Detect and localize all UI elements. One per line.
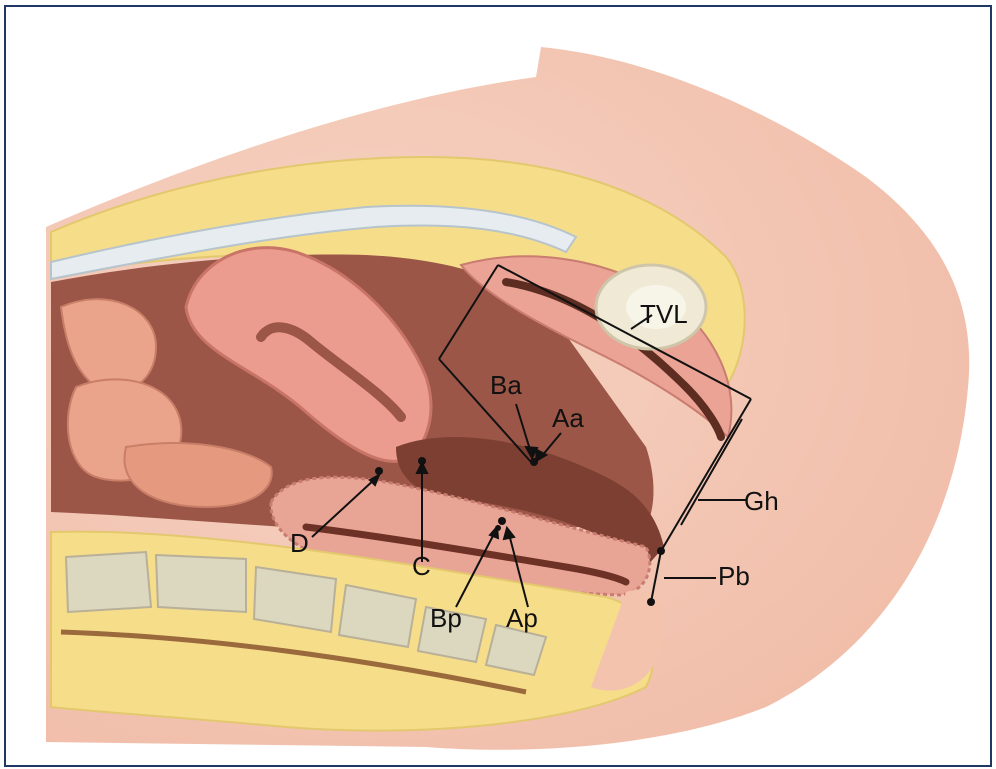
label-c: C <box>412 551 431 581</box>
label-gh: Gh <box>744 486 779 516</box>
point-d <box>375 467 383 475</box>
label-tvl: TVL <box>640 299 688 329</box>
label-ap: Ap <box>506 603 538 633</box>
pelvic-anatomy-diagram: TVL Ba Aa Gh Pb D C Bp Ap <box>6 7 990 765</box>
point-pb-bottom <box>647 598 655 606</box>
point-aa <box>530 458 538 466</box>
point-bp <box>498 517 506 525</box>
label-ba: Ba <box>490 370 522 400</box>
label-bp: Bp <box>430 603 462 633</box>
label-pb: Pb <box>718 561 750 591</box>
point-c <box>418 457 426 465</box>
label-d: D <box>290 528 309 558</box>
point-ap <box>495 525 501 531</box>
figure-frame: TVL Ba Aa Gh Pb D C Bp Ap <box>4 5 992 767</box>
label-aa: Aa <box>552 403 584 433</box>
point-gh-top <box>657 547 665 555</box>
